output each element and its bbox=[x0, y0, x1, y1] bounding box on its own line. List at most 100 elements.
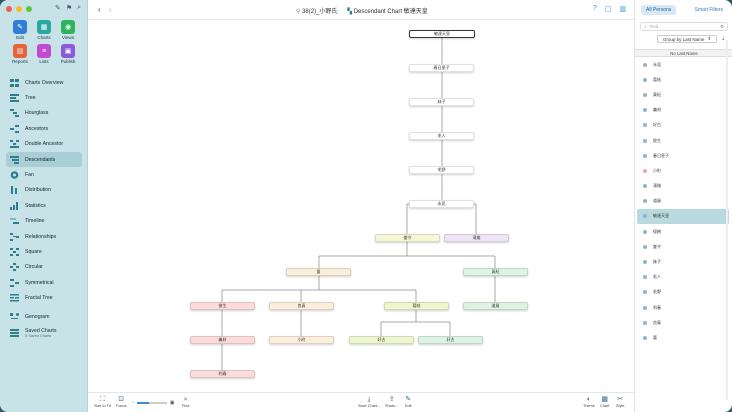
person-node-root[interactable]: 敏達天皇 bbox=[409, 30, 475, 38]
list-item[interactable]: 俊生 bbox=[637, 133, 729, 148]
sidebar-item-square[interactable]: Square bbox=[6, 244, 82, 259]
list-item[interactable]: 真紀 bbox=[637, 87, 729, 102]
persons-scrollbar[interactable] bbox=[726, 40, 728, 400]
tab-smart-filters[interactable]: Smart Filters bbox=[694, 7, 723, 13]
sidebar-item-timeline[interactable]: Timeline bbox=[6, 214, 82, 229]
list-item[interactable]: 春日皇子 bbox=[637, 148, 729, 163]
style-button[interactable]: ✂Style bbox=[616, 395, 624, 408]
person-icon bbox=[643, 153, 647, 158]
sidebar-item-hourglass[interactable]: Hourglass bbox=[6, 106, 82, 121]
person-node[interactable]: 利春 bbox=[190, 370, 255, 378]
sidebar-item-descendants[interactable]: Descendants bbox=[6, 151, 82, 168]
sidebar-item-statistics[interactable]: Statistics bbox=[6, 198, 82, 213]
charts-button[interactable]: ▦ Charts bbox=[32, 20, 56, 40]
publish-button[interactable]: ▣ Publish bbox=[56, 44, 80, 64]
list-item[interactable]: 葛絃 bbox=[637, 72, 729, 87]
tab-all-persons[interactable]: All Persons bbox=[641, 5, 677, 15]
sidebar-item-distribution[interactable]: Distribution bbox=[6, 183, 82, 198]
search-icon[interactable]: ⌕ bbox=[77, 4, 82, 11]
sidebar-item-genogram[interactable]: Genogram bbox=[6, 309, 82, 324]
list-item[interactable]: 小町 bbox=[637, 163, 729, 178]
zoom-out-icon[interactable]: ▫ bbox=[132, 400, 134, 406]
person-node[interactable]: 道風 bbox=[463, 302, 528, 310]
person-node[interactable]: 好古 bbox=[349, 336, 414, 344]
chart-settings-button[interactable]: ▦Chart bbox=[600, 395, 609, 408]
minimize-window-button[interactable] bbox=[16, 6, 22, 12]
gear-icon[interactable]: ⚙ bbox=[719, 23, 724, 29]
list-item[interactable]: 道風 bbox=[637, 194, 729, 209]
tag-icon[interactable]: ✎ bbox=[55, 5, 61, 12]
sidebar-item-charts-overview[interactable]: Charts Overview bbox=[6, 75, 82, 90]
bookmark-icon[interactable]: ⚑ bbox=[65, 5, 73, 12]
window-icon[interactable]: ▢ bbox=[604, 6, 612, 13]
person-node[interactable]: 毛人 bbox=[409, 132, 474, 140]
pencil-icon: ✎ bbox=[13, 20, 27, 34]
list-item[interactable]: 永見 bbox=[637, 57, 729, 72]
sidebar-item-fractal-tree[interactable]: Fractal Tree bbox=[6, 290, 82, 305]
reports-button[interactable]: ▤ Reports bbox=[8, 44, 32, 64]
person-node[interactable]: 葛絃 bbox=[384, 302, 449, 310]
list-item[interactable]: 義材 bbox=[637, 103, 729, 118]
sidebar-item-circular[interactable]: Circular bbox=[6, 260, 82, 275]
focus-button[interactable]: ⊡Focus bbox=[116, 395, 126, 408]
sidebar-item-tree[interactable]: Tree bbox=[6, 90, 82, 105]
list-item[interactable]: 好古 bbox=[637, 118, 729, 133]
person-node[interactable]: 篁 bbox=[286, 268, 351, 276]
person-node[interactable]: 峯守 bbox=[375, 234, 440, 242]
person-node[interactable]: 俊生 bbox=[190, 302, 255, 310]
person-node[interactable]: 永見 bbox=[409, 200, 474, 208]
find-button[interactable]: ⌕Find bbox=[182, 395, 189, 408]
list-item[interactable]: 峯守 bbox=[637, 239, 729, 254]
size-to-fit-button[interactable]: ⛶Size to Fit bbox=[94, 395, 111, 408]
edit-button[interactable]: ✎ Edit bbox=[8, 20, 32, 40]
close-window-button[interactable] bbox=[6, 6, 12, 12]
person-node[interactable]: 妹子 bbox=[409, 98, 474, 106]
list-item[interactable]: 毛人 bbox=[637, 270, 729, 285]
document-title[interactable]: ⚲ 38(2)_小野氏 bbox=[296, 6, 337, 15]
group-by-select[interactable]: Group by Last Name ⇕ bbox=[657, 35, 717, 43]
share-button[interactable]: ⇪Share... bbox=[385, 395, 398, 408]
chart-canvas[interactable]: 敏達天皇 春日皇子 妹子 毛人 毛野 永見 峯守 滝雄 篁 真紀 俊生 良真 葛… bbox=[88, 20, 634, 392]
sort-icon[interactable]: ⇣ bbox=[721, 36, 726, 42]
theme-button[interactable]: ◐Theme bbox=[583, 395, 595, 408]
zoom-in-icon[interactable]: ▣ bbox=[169, 400, 175, 406]
sidebar-item-fan[interactable]: Fan bbox=[6, 167, 82, 182]
save-chart-button[interactable]: ⤓Save Chart... bbox=[358, 395, 380, 408]
zoom-window-button[interactable] bbox=[26, 6, 32, 12]
person-icon bbox=[643, 244, 647, 249]
lists-button[interactable]: ≡ Lists bbox=[32, 44, 56, 64]
list-item[interactable]: 利春 bbox=[637, 300, 729, 315]
list-item[interactable]: 毛野 bbox=[637, 285, 729, 300]
person-node[interactable]: 好古 bbox=[418, 336, 483, 344]
help-icon[interactable]: ? bbox=[592, 5, 597, 12]
search-input[interactable]: ⌕ Find ⚙ bbox=[640, 22, 728, 31]
person-node[interactable]: 真紀 bbox=[463, 268, 528, 276]
sidebar-item-double-ancestor[interactable]: Double Ancestor bbox=[6, 137, 82, 152]
list-item[interactable]: 妹子 bbox=[637, 254, 729, 269]
sidebar-toggle-icon[interactable]: ▥ bbox=[619, 6, 626, 13]
views-button[interactable]: ◉ Views bbox=[56, 20, 80, 40]
zoom-slider[interactable]: ▫ ▣ bbox=[132, 400, 175, 406]
chevron-right-icon[interactable]: › bbox=[108, 5, 112, 14]
style-label: Style bbox=[616, 404, 625, 408]
person-node[interactable]: 小町 bbox=[269, 336, 334, 344]
list-item[interactable]: 滝雄 bbox=[637, 179, 729, 194]
sidebar-item-label: Fan bbox=[25, 172, 34, 179]
person-node[interactable]: 春日皇子 bbox=[409, 64, 474, 72]
chevron-left-icon[interactable]: ‹ bbox=[98, 5, 101, 14]
list-item[interactable]: 保樹 bbox=[637, 224, 729, 239]
edit-chart-button[interactable]: ✎Edit bbox=[405, 395, 412, 408]
person-node[interactable]: 滝雄 bbox=[444, 234, 509, 242]
list-item[interactable]: 良真 bbox=[637, 315, 729, 330]
list-item[interactable]: 篁 bbox=[637, 330, 729, 345]
sidebar-item-relationships[interactable]: Relationships bbox=[6, 229, 82, 244]
person-node[interactable]: 義材 bbox=[190, 336, 255, 344]
sidebar-item-ancestors[interactable]: Ancestors bbox=[6, 121, 82, 136]
saved-charts-count: 0 Saved Charts bbox=[25, 334, 52, 339]
sidebar-item-symmetrical[interactable]: Symmetrical bbox=[6, 275, 82, 290]
person-node[interactable]: 良真 bbox=[269, 302, 334, 310]
list-item[interactable]: 敏達天皇 bbox=[637, 208, 729, 225]
person-node[interactable]: 毛野 bbox=[409, 166, 474, 174]
chart-title[interactable]: ▚ Descendant Chart 敏達天皇 bbox=[347, 6, 427, 15]
